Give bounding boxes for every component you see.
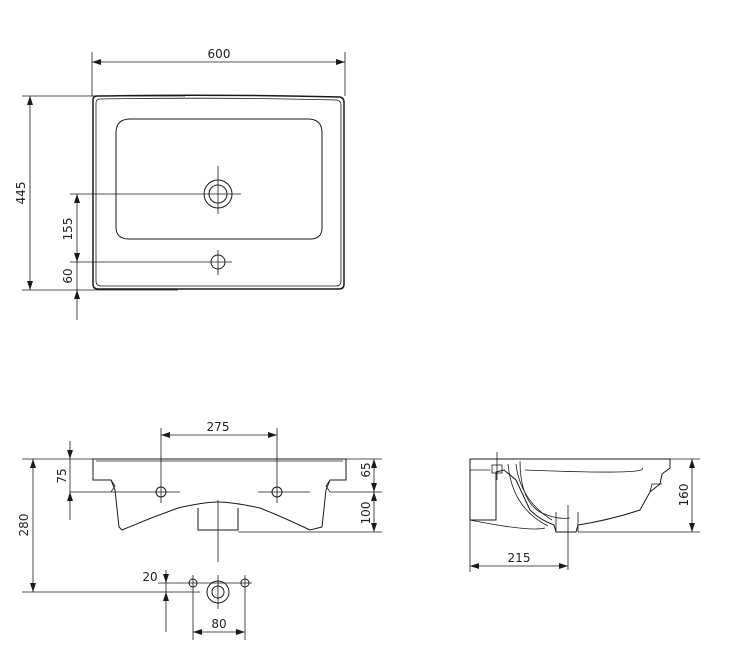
drain-detail: 20 80 [142,570,252,640]
dim-front-rim: 75 [55,468,69,483]
top-view-outline [92,94,345,290]
dim-front-bowl-depth: 100 [359,502,373,525]
top-view-rim [95,97,342,287]
dim-front-height: 280 [17,514,31,537]
side-view-outline [469,458,671,533]
dim-drain-offset: 20 [142,570,157,584]
front-view: 275 75 280 65 100 [17,420,382,593]
dim-top-width: 600 [208,47,231,61]
front-view-outline [92,458,347,531]
dim-front-overflow: 65 [359,462,373,477]
dim-drain-spacing: 80 [211,617,226,631]
dim-side-height: 160 [677,484,691,507]
dim-tap-from-front: 60 [61,268,75,283]
top-view-bowl [115,118,323,240]
dim-side-drain-from-back: 215 [508,551,531,565]
dim-front-tap-spacing: 275 [207,420,230,434]
side-view: 160 215 [469,452,700,572]
top-view: 600 445 155 60 [14,47,346,320]
dim-drain-from-front: 155 [61,218,75,241]
dim-top-depth: 445 [14,182,28,205]
